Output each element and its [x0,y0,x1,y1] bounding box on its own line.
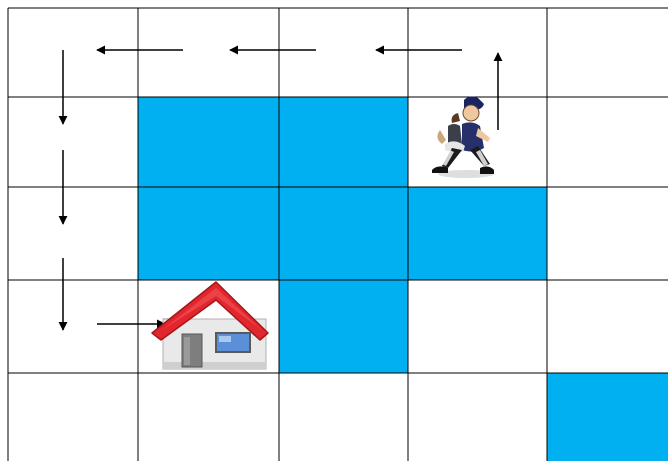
grid-cell [279,8,408,97]
grid-cell [8,97,138,187]
grid-cell [547,97,668,187]
grid-cell [8,373,138,461]
grid-cell [8,187,138,280]
wall-cell [547,373,668,461]
grid-cell [547,8,668,97]
grid-cells [8,8,668,461]
grid-cell [279,373,408,461]
wall-cell [279,97,408,187]
wall-cell [138,187,279,280]
grid-cell [408,373,547,461]
wall-cell [138,97,279,187]
grid-cell [8,8,138,97]
grid-cell [408,280,547,373]
grid-cell [408,8,547,97]
grid-cell [138,373,279,461]
grid-cell [547,280,668,373]
wall-cell [279,187,408,280]
wall-cell [279,280,408,373]
grid-cell [547,187,668,280]
wall-cell [408,187,547,280]
grid-cell [8,280,138,373]
grid-cell [138,8,279,97]
